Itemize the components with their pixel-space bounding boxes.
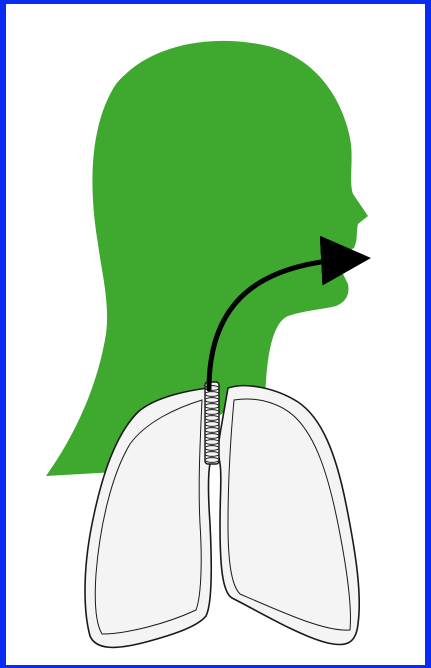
trachea-ring	[205, 422, 219, 427]
trachea-ring	[205, 440, 219, 445]
trachea-ring	[205, 446, 219, 451]
breathing-diagram	[6, 4, 425, 665]
trachea-ring	[205, 404, 219, 409]
trachea-ring	[205, 452, 219, 457]
trachea-ring	[205, 416, 219, 421]
trachea-ring	[205, 428, 219, 433]
trachea-ring	[205, 434, 219, 439]
trachea-ring	[205, 392, 219, 397]
trachea-ring	[205, 410, 219, 415]
trachea-ring	[205, 458, 219, 463]
trachea-ring	[205, 398, 219, 403]
trachea-icon	[205, 382, 219, 464]
